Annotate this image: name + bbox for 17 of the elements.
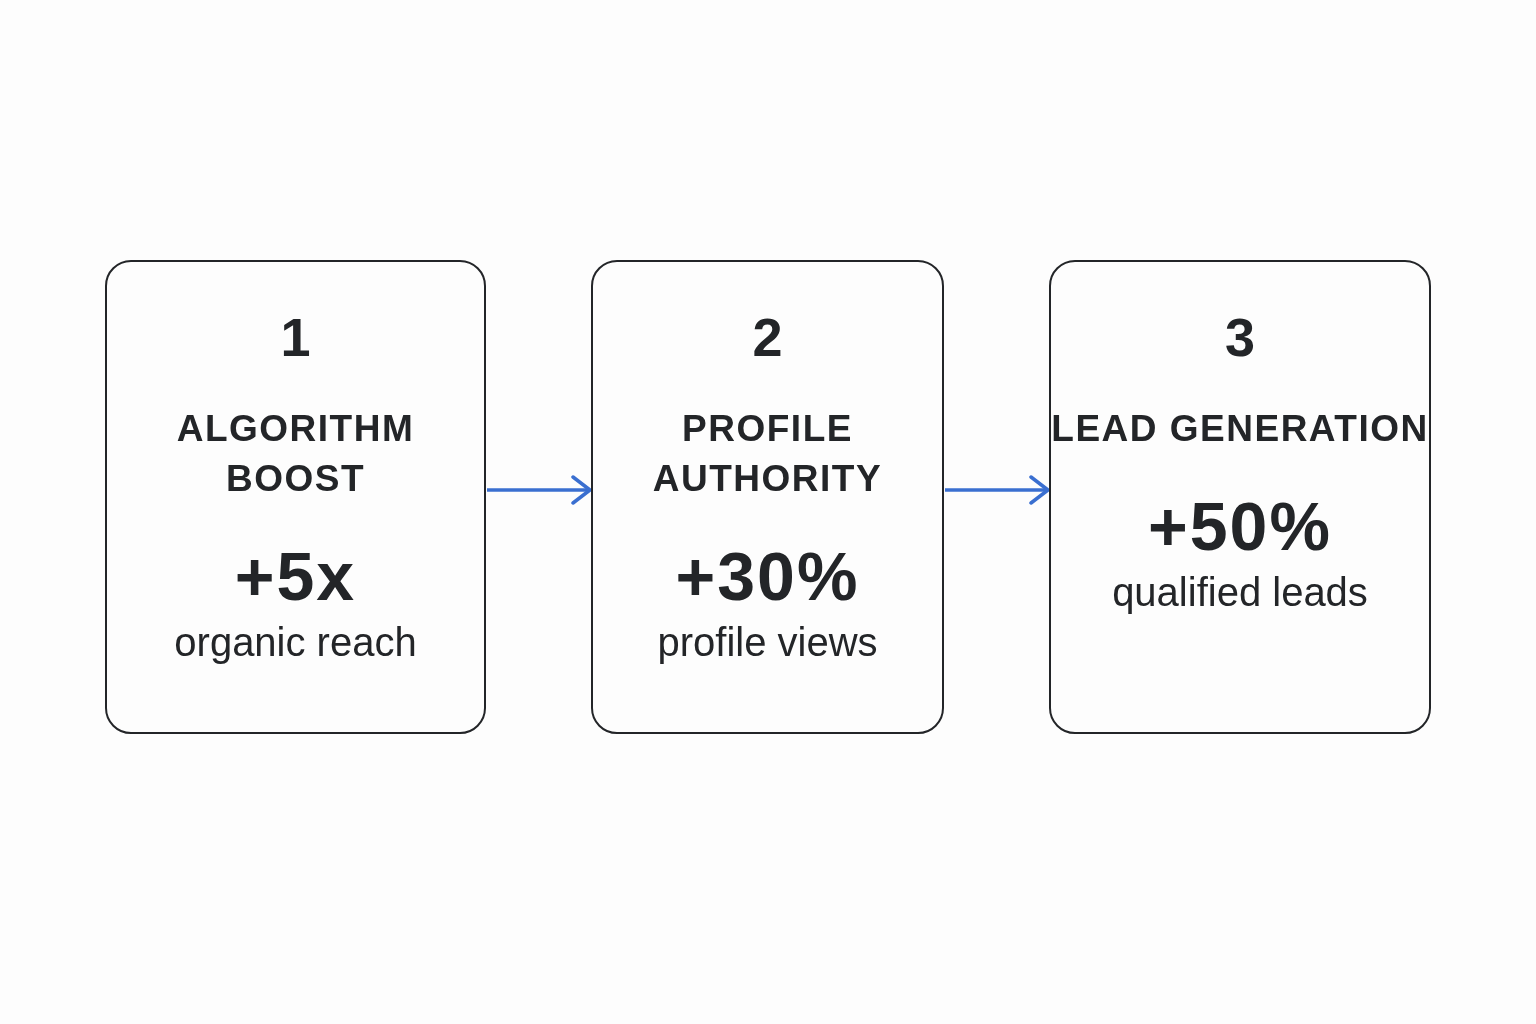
- step-card: [105, 260, 486, 734]
- step-card: [1049, 260, 1431, 734]
- metric-value: +50%: [1148, 492, 1332, 560]
- step-number: 2: [752, 310, 783, 364]
- step-title: LEAD GENERATION: [1051, 407, 1429, 451]
- metric-label: qualified leads: [1112, 572, 1368, 612]
- metric-value: +30%: [675, 542, 860, 610]
- step-title: PROFILE AUTHORITY: [651, 407, 884, 501]
- step-card: [591, 260, 944, 734]
- step-number: 3: [1224, 310, 1255, 364]
- arrow: [945, 475, 1050, 505]
- metric-label: profile views: [657, 622, 878, 662]
- metric-label: organic reach: [174, 622, 417, 662]
- step-title: ALGORITHM BOOST: [175, 407, 416, 501]
- step-number: 1: [280, 310, 311, 364]
- metric-value: +5x: [234, 542, 357, 610]
- arrow: [487, 475, 592, 505]
